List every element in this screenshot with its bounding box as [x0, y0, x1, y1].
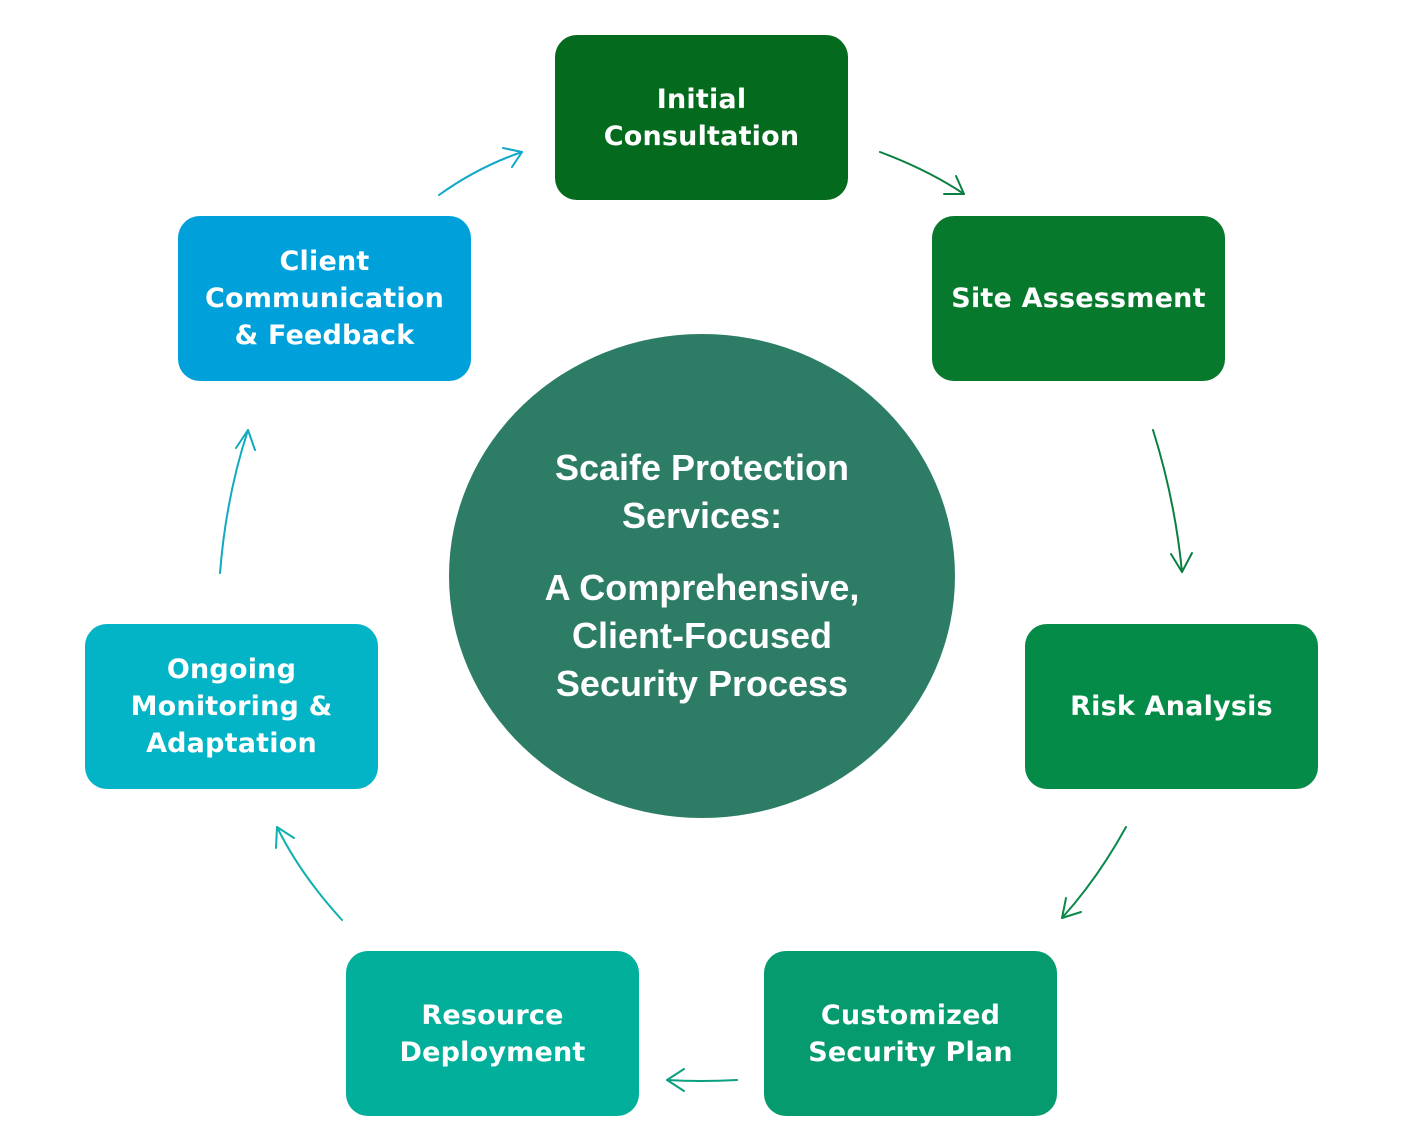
arrow-head-plan-to-deployment — [666, 1068, 685, 1092]
hub-subtitle: A Comprehensive, Client-Focused Security… — [544, 567, 860, 704]
center-hub: Scaife Protection Services: A Comprehens… — [449, 334, 955, 818]
step-label: Risk Analysis — [1070, 691, 1273, 722]
arrow-head-consultation-to-assessment — [943, 175, 965, 195]
arrow-risk-to-plan — [1061, 826, 1127, 919]
step-label: Ongoing Monitoring & Adaptation — [130, 654, 333, 759]
step-client-communication: Client Communication & Feedback — [178, 216, 471, 381]
step-ongoing-monitoring: Ongoing Monitoring & Adaptation — [85, 624, 378, 789]
step-label: Client Communication & Feedback — [204, 246, 445, 351]
step-label: Site Assessment — [951, 283, 1206, 314]
step-label: Resource Deployment — [399, 999, 586, 1068]
arrow-assessment-to-risk — [1152, 429, 1183, 573]
step-site-assessment: Site Assessment — [932, 216, 1225, 381]
arrow-head-risk-to-plan — [1061, 897, 1082, 919]
arrow-monitoring-to-communication — [219, 429, 249, 574]
arrow-communication-to-consultation — [438, 151, 523, 196]
arrow-head-deployment-to-monitoring — [275, 826, 295, 849]
arrow-deployment-to-monitoring — [276, 826, 343, 921]
step-risk-analysis: Risk Analysis — [1025, 624, 1318, 789]
arrow-plan-to-deployment — [666, 1079, 738, 1082]
step-resource-deployment: Resource Deployment — [346, 951, 639, 1116]
step-label: Customized Security Plan — [808, 999, 1013, 1068]
step-label: Initial Consultation — [603, 83, 800, 152]
hub-title: Scaife Protection Services: — [554, 447, 850, 536]
arrow-consultation-to-assessment — [879, 151, 965, 195]
step-customized-security-plan: Customized Security Plan — [764, 951, 1057, 1116]
arrow-head-communication-to-consultation — [502, 147, 523, 168]
step-initial-consultation: Initial Consultation — [555, 35, 848, 200]
arrow-head-monitoring-to-communication — [235, 429, 256, 451]
arrow-head-assessment-to-risk — [1170, 552, 1193, 573]
